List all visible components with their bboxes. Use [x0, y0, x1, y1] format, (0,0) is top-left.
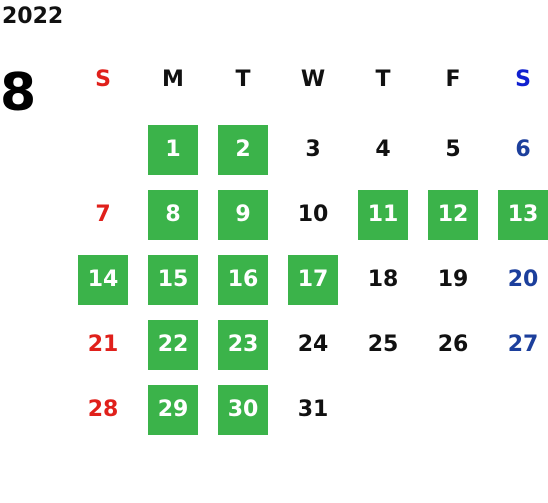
- day-cell-18[interactable]: 18: [367, 267, 399, 292]
- weekday-header-thursday: T: [375, 67, 391, 92]
- day-cell-7[interactable]: 7: [95, 202, 111, 227]
- weekday-header-sunday: S: [95, 67, 111, 92]
- day-cell-6[interactable]: 6: [515, 137, 531, 162]
- weekday-header-tuesday: T: [235, 67, 251, 92]
- day-cell-24[interactable]: 24: [297, 332, 329, 357]
- day-cell-27[interactable]: 27: [507, 332, 539, 357]
- day-cell-30[interactable]: 30: [218, 385, 268, 435]
- day-cell-2[interactable]: 2: [218, 125, 268, 175]
- month-number: 8: [0, 63, 37, 123]
- day-cell-21[interactable]: 21: [87, 332, 119, 357]
- day-cell-5[interactable]: 5: [445, 137, 461, 162]
- day-cell-28[interactable]: 28: [87, 397, 119, 422]
- day-cell-8[interactable]: 8: [148, 190, 198, 240]
- day-cell-19[interactable]: 19: [437, 267, 469, 292]
- day-cell-22[interactable]: 22: [148, 320, 198, 370]
- weekday-header-monday: M: [162, 67, 184, 92]
- day-cell-29[interactable]: 29: [148, 385, 198, 435]
- day-cell-9[interactable]: 9: [218, 190, 268, 240]
- day-cell-23[interactable]: 23: [218, 320, 268, 370]
- day-cell-25[interactable]: 25: [367, 332, 399, 357]
- day-cell-16[interactable]: 16: [218, 255, 268, 305]
- weekday-header-wednesday: W: [300, 67, 326, 92]
- day-cell-4[interactable]: 4: [375, 137, 391, 162]
- weekday-header-friday: F: [445, 67, 461, 92]
- day-cell-3[interactable]: 3: [305, 137, 321, 162]
- day-cell-11[interactable]: 11: [358, 190, 408, 240]
- day-cell-1[interactable]: 1: [148, 125, 198, 175]
- day-cell-17[interactable]: 17: [288, 255, 338, 305]
- day-cell-26[interactable]: 26: [437, 332, 469, 357]
- day-cell-13[interactable]: 13: [498, 190, 548, 240]
- day-cell-12[interactable]: 12: [428, 190, 478, 240]
- day-cell-20[interactable]: 20: [507, 267, 539, 292]
- day-cell-14[interactable]: 14: [78, 255, 128, 305]
- year-label: 2022: [2, 4, 64, 29]
- day-cell-31[interactable]: 31: [297, 397, 329, 422]
- day-cell-15[interactable]: 15: [148, 255, 198, 305]
- day-cell-10[interactable]: 10: [297, 202, 329, 227]
- weekday-header-saturday: S: [515, 67, 531, 92]
